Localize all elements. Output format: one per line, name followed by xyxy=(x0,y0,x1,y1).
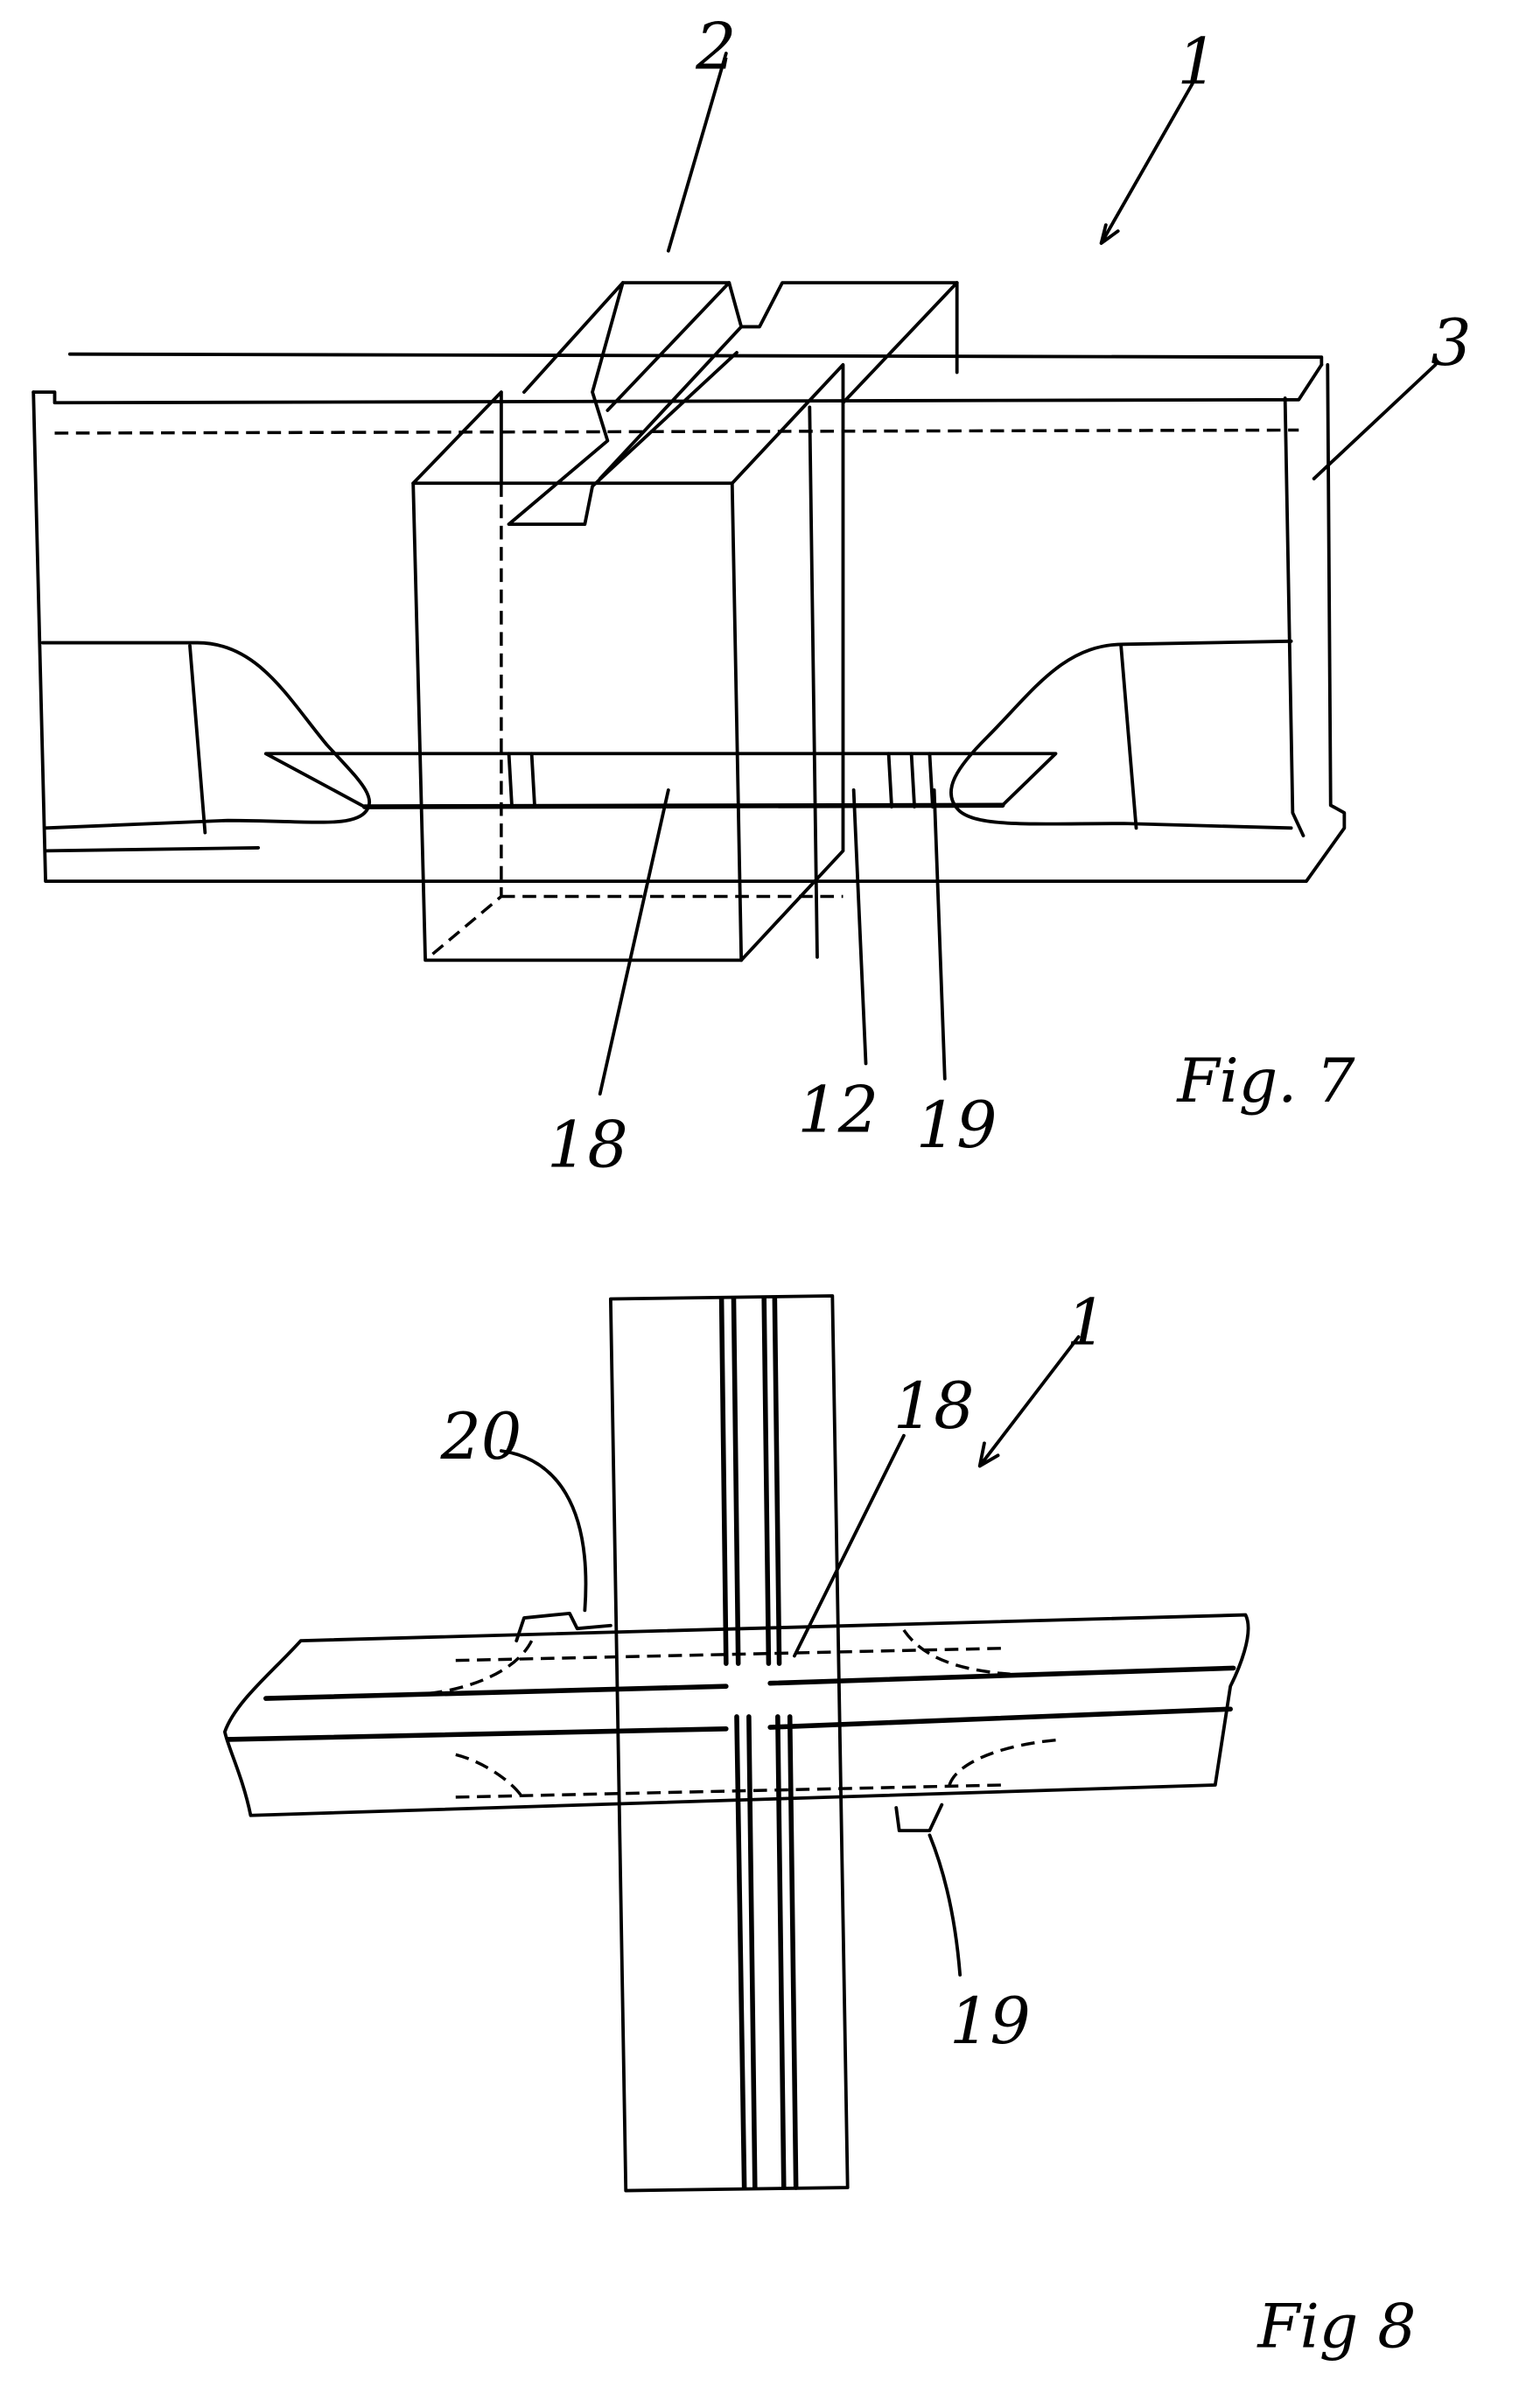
label-19: 19 xyxy=(916,1088,998,1163)
label-3: 3 xyxy=(1431,306,1471,381)
figure-8-caption: Fig 8 xyxy=(1256,2292,1416,2362)
label-2: 2 xyxy=(695,10,736,84)
leader-12 xyxy=(851,788,868,1066)
label-19-fig8: 19 xyxy=(949,1984,1031,2059)
leader-19 xyxy=(932,788,947,1081)
arrow-1-fig8 xyxy=(977,1334,1081,1468)
arrow-1 xyxy=(1099,81,1194,245)
leader-2 xyxy=(666,52,728,253)
leader-20 xyxy=(499,1449,588,1613)
leader-18 xyxy=(598,788,670,1096)
leader-3 xyxy=(1312,362,1438,480)
label-1: 1 xyxy=(1177,25,1217,100)
leader-19-fig8 xyxy=(928,1833,962,1977)
label-20: 20 xyxy=(439,1400,522,1474)
leader-18-fig8 xyxy=(793,1433,906,1658)
figure-7-caption: Fig. 7 xyxy=(1175,1046,1355,1116)
label-18-fig8: 18 xyxy=(893,1369,975,1444)
figure-8: 20 18 1 19 Fig 8 xyxy=(223,1286,1416,2362)
label-18: 18 xyxy=(547,1108,628,1182)
figure-7: 2 1 3 18 12 19 Fig. 7 xyxy=(32,10,1472,1182)
label-1-fig8: 1 xyxy=(1067,1286,1107,1361)
label-12: 12 xyxy=(797,1074,878,1148)
